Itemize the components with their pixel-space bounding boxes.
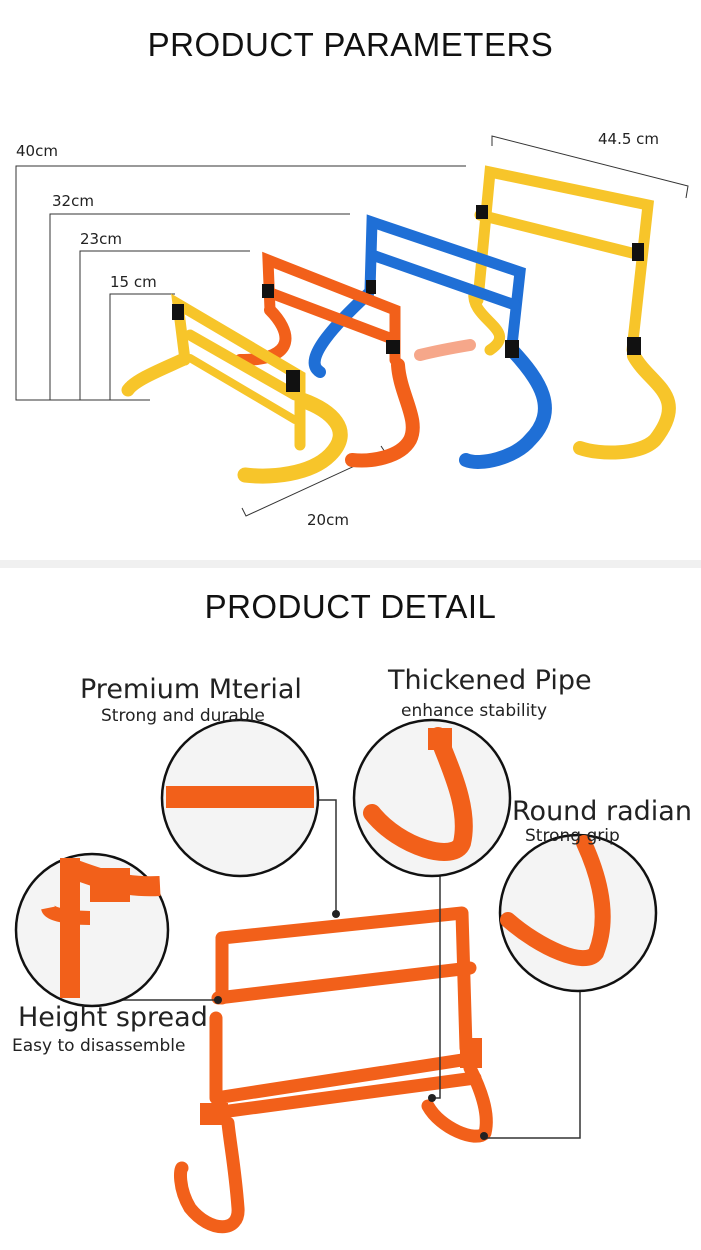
product-parameters-section: PRODUCT PARAMETERS 40cm 32cm 23cm 15 cm … [0, 0, 701, 560]
feature-material-title: Premium Mterial [80, 674, 302, 705]
feature-material-subtitle: Strong and durable [101, 706, 265, 726]
zoom-circle-radian [498, 833, 658, 993]
height-label-15: 15 cm [110, 273, 157, 291]
feature-radian-subtitle: Strong grip [525, 826, 620, 846]
hurdle-15cm [121, 293, 348, 484]
dimension-lines [15, 135, 689, 517]
section-divider [0, 560, 701, 568]
detail-illustration [14, 718, 658, 1234]
feature-pipe-subtitle: enhance stability [401, 701, 548, 721]
height-label-23: 23cm [80, 230, 122, 248]
main-hurdle [173, 906, 493, 1234]
depth-label: 20cm [307, 511, 349, 529]
feature-radian-title: Round radian [512, 796, 692, 827]
callout-dots [214, 910, 488, 1140]
feature-height-title: Height spread [18, 1002, 208, 1033]
product-detail-section: PRODUCT DETAIL [0, 568, 701, 1250]
zoom-circle-pipe [352, 718, 512, 878]
feature-height-subtitle: Easy to disassemble [12, 1036, 186, 1056]
hurdle-32cm [308, 214, 552, 469]
hurdle-23cm [234, 251, 420, 468]
width-label: 44.5 cm [598, 130, 660, 148]
hurdle-40cm [468, 165, 676, 460]
detail-title: PRODUCT DETAIL [204, 588, 497, 625]
feature-pipe-title: Thickened Pipe [388, 665, 592, 696]
height-label-40: 40cm [16, 142, 58, 160]
parameters-title: PRODUCT PARAMETERS [147, 26, 554, 63]
zoom-circle-height [14, 852, 170, 1008]
height-label-32: 32cm [52, 192, 94, 210]
hurdles-illustration [15, 135, 689, 517]
zoom-circle-material [160, 718, 320, 878]
